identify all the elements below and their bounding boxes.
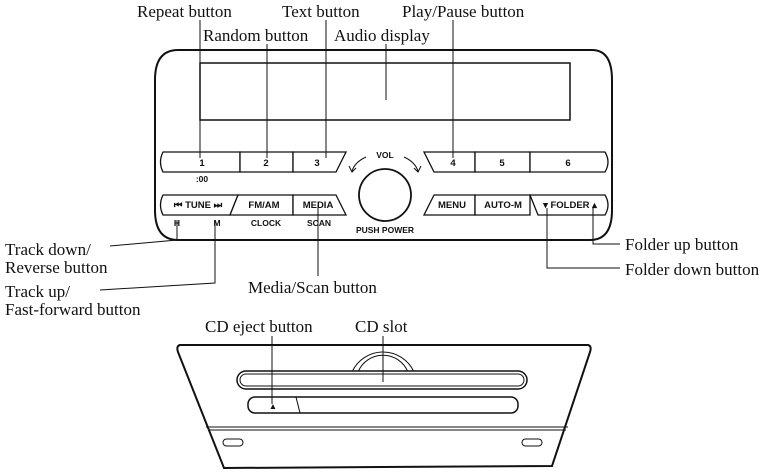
- svg-text:⏮ TUNE ⏭: ⏮ TUNE ⏭: [174, 200, 223, 211]
- auto-m-button[interactable]: AUTO-M: [474, 194, 531, 216]
- label-play-pause-button: Play/Pause button: [402, 2, 525, 21]
- clock-minutes-label: :00: [196, 174, 209, 184]
- cd-eject-button[interactable]: ▲: [269, 396, 301, 414]
- label-cd-eject-button: CD eject button: [205, 317, 313, 336]
- audio-display: [199, 62, 571, 121]
- svg-text:▾ FOLDER ▴: ▾ FOLDER ▴: [542, 200, 598, 211]
- vol-arrow-left-icon: [348, 156, 367, 173]
- svg-text:4: 4: [450, 158, 456, 169]
- clock-label: CLOCK: [251, 218, 282, 228]
- label-fast-forward: Fast-forward button: [5, 300, 141, 319]
- svg-text:5: 5: [499, 158, 505, 169]
- vol-arrow-right-icon: [403, 156, 422, 173]
- label-cd-slot: CD slot: [355, 317, 408, 336]
- label-repeat-button: Repeat button: [137, 2, 232, 21]
- screw-hole-right: [521, 438, 543, 447]
- cd-slot[interactable]: [236, 370, 528, 390]
- svg-text:AUTO-M: AUTO-M: [484, 200, 522, 211]
- preset-button-5[interactable]: 5: [474, 151, 531, 173]
- tune-button[interactable]: ⏮ TUNE ⏭: [159, 194, 239, 216]
- eject-icon: ▲: [269, 401, 277, 411]
- label-text-button: Text button: [282, 2, 360, 21]
- label-folder-down-button: Folder down button: [625, 260, 760, 279]
- preset-button-3[interactable]: 3: [292, 151, 348, 173]
- label-random-button: Random button: [203, 26, 309, 45]
- svg-text:1: 1: [199, 158, 205, 169]
- folder-button[interactable]: ▾ FOLDER ▴: [529, 194, 609, 216]
- preset-button-1[interactable]: 1: [159, 151, 241, 173]
- volume-knob[interactable]: [358, 168, 412, 222]
- label-folder-up-button: Folder up button: [625, 235, 739, 254]
- svg-text:3: 3: [314, 158, 319, 169]
- label-reverse: Reverse button: [5, 258, 108, 277]
- label-media-scan-button: Media/Scan button: [248, 278, 377, 297]
- svg-text:FM/AM: FM/AM: [248, 200, 279, 211]
- svg-text:MENU: MENU: [438, 200, 466, 211]
- media-button[interactable]: MEDIA: [292, 194, 348, 216]
- svg-text:2: 2: [263, 158, 268, 169]
- preset-button-6[interactable]: 6: [529, 151, 609, 173]
- screw-hole-left: [222, 438, 244, 447]
- scan-label: SCAN: [307, 218, 331, 228]
- svg-text:6: 6: [565, 158, 570, 169]
- label-track-down: Track down/: [5, 240, 91, 259]
- fm-am-button[interactable]: FM/AM: [229, 194, 294, 216]
- minute-label: M: [213, 218, 220, 228]
- label-audio-display: Audio display: [334, 26, 430, 45]
- vol-label: VOL: [376, 150, 393, 160]
- push-power-label: PUSH POWER: [356, 225, 414, 235]
- cd-lower-panel: [247, 396, 519, 414]
- label-track-up: Track up/: [5, 282, 70, 301]
